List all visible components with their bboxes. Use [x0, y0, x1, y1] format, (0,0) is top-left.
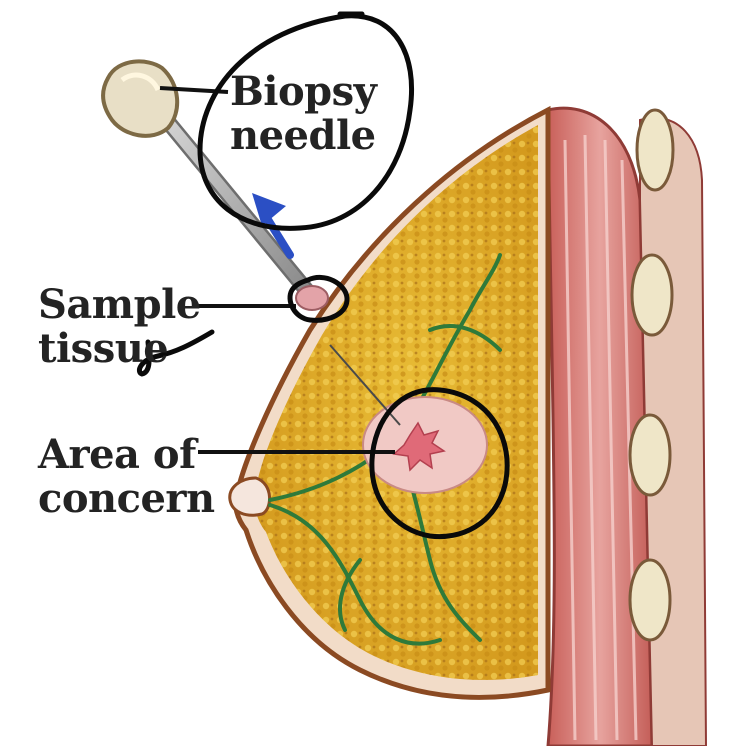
sample-tissue-label-line2: tissue [38, 327, 201, 371]
area-of-concern-label-line1: Area of [38, 433, 215, 477]
biopsy-needle-label-line1: Biopsy [230, 70, 376, 114]
biopsy-needle-label: Biopsy needle [230, 70, 376, 158]
nipple [230, 478, 270, 515]
biopsy-needle-label-line2: needle [230, 114, 376, 158]
rib [630, 560, 670, 640]
area-of-concern-label-line2: concern [38, 477, 215, 521]
area-of-concern-label: Area of concern [38, 433, 215, 521]
sample-tissue-label: Sample tissue [38, 283, 201, 371]
rib [630, 415, 670, 495]
sample-tissue-label-line1: Sample [38, 283, 201, 327]
rib [637, 110, 673, 190]
rib [632, 255, 672, 335]
sample-tissue [296, 286, 328, 310]
